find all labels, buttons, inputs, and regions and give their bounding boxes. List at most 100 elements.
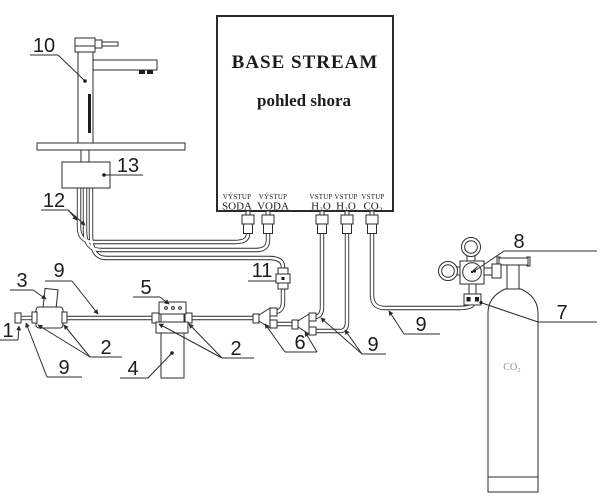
faucet-aerator-icon: [147, 70, 153, 74]
under-counter-box: [61, 161, 111, 189]
callout-6-leader: [304, 331, 318, 353]
cylinder-base: [487, 476, 539, 493]
port-label-soda-medium: SODA: [222, 201, 252, 213]
check-valve-nut-top: [277, 267, 289, 275]
filter-screw-icon: [178, 306, 182, 310]
callout-10-dot: [83, 79, 87, 83]
faucet: [74, 37, 158, 144]
filter-head-body: [160, 313, 185, 323]
tee-splitter-1: [252, 307, 278, 329]
callout-9-leader: [388, 310, 405, 335]
tee1-port-bottom: [269, 319, 278, 329]
port-label-co2-direction: VSTUP: [361, 193, 384, 201]
callout-6-leader: [264, 323, 286, 353]
faucet-column-slot: [88, 94, 91, 133]
tee1-port-left: [252, 313, 260, 324]
callout-8-text: 8: [513, 231, 524, 253]
faucet-lever: [101, 41, 119, 47]
callout-12-leader: [67, 209, 86, 226]
faucet-spout: [92, 59, 158, 71]
supply-fitting: [14, 312, 22, 324]
regulator-outlet-stem-right: [483, 267, 493, 276]
callout-13-text: 13: [117, 155, 139, 177]
port-label-h2o1-medium: H₂O: [311, 201, 331, 213]
callout-8-leader: [475, 250, 505, 271]
cylinder-body: [487, 288, 539, 478]
callout-2-leader: [63, 324, 91, 358]
callout-6-text: 6: [294, 332, 305, 354]
port-connector-co2: [365, 210, 379, 234]
faucet-cap: [74, 37, 96, 53]
water-filter: [151, 301, 193, 379]
faucet-lever-hub: [94, 39, 103, 49]
tee2-body: [297, 313, 310, 335]
callout-9-leader: [25, 322, 48, 378]
callout-10-leader: [57, 54, 85, 81]
valve-fitting-right: [61, 311, 68, 324]
outlet-check-fitting: [463, 293, 482, 306]
port-label-h2o1-direction: VSTUP: [309, 193, 332, 201]
port-label-soda-direction: VÝSTUP: [223, 193, 251, 201]
regulator-gauge-top-face: [464, 240, 478, 254]
co2-regulator: [438, 237, 502, 306]
valve-fitting-left: [31, 311, 38, 324]
callout-2-leader: [158, 323, 223, 359]
tee1-body: [258, 307, 271, 329]
filter-cartridge: [160, 332, 185, 379]
callout-13-dot: [102, 173, 106, 177]
callout-3-text: 3: [16, 270, 27, 292]
callout-9-text: 9: [58, 357, 69, 379]
tee-splitter-2: [291, 312, 317, 336]
port-label-h2o2-medium: H₂O: [336, 201, 356, 213]
outlet-fitting-detail: [466, 297, 471, 302]
tee2-port-left: [291, 319, 299, 330]
wall-inlet-fitting: [14, 312, 22, 324]
callout-3-leader: [32, 289, 47, 300]
filter-screw-icon: [164, 306, 168, 310]
regulator-gauge-left-face: [441, 264, 455, 278]
cylinder-valve-handle: [498, 257, 529, 266]
cylinder-label: CO₂: [503, 362, 520, 373]
tee2-port-bottom: [308, 326, 317, 336]
callout-7-leader: [481, 302, 539, 323]
callout-7-text: 7: [556, 302, 567, 324]
callout-9-leader: [71, 280, 99, 315]
callout-2-leader: [188, 323, 223, 359]
port-connector-voda: [261, 210, 275, 234]
callout-1-leader: [16, 325, 22, 341]
callout-4-dot: [170, 351, 174, 355]
callout-4-leader: [147, 352, 173, 379]
callout-2-text: 2: [100, 337, 111, 359]
port-connector-h2o-1: [315, 210, 329, 234]
check-valve: [275, 267, 291, 290]
port-label-h2o2-direction: VSTUP: [334, 193, 357, 201]
callout-2-leader: [37, 324, 91, 358]
callout-11-text: 11: [252, 260, 273, 282]
callout-9-text: 9: [415, 314, 426, 336]
callout-5-text: 5: [140, 277, 151, 299]
callout-12-text: 12: [43, 190, 65, 212]
callout-9-text: 9: [53, 260, 64, 282]
unit-title: BASE STREAM: [232, 52, 379, 73]
callout-7-dot: [479, 300, 483, 305]
callout-9-leader: [320, 317, 363, 355]
callout-9-text: 9: [367, 334, 378, 356]
co2-cylinder: CO₂: [487, 256, 539, 493]
callout-5-leader: [159, 296, 170, 305]
tee2-port-top: [308, 312, 317, 322]
port-label-voda-medium: VODA: [257, 201, 289, 213]
callout-1-text: 1: [2, 320, 13, 342]
faucet-aerator-icon: [139, 70, 145, 74]
faucet-shank: [80, 149, 90, 163]
callout-2-text: 2: [230, 338, 241, 360]
countertop: [36, 142, 186, 151]
unit-box: BASE STREAM pohled shora VÝSTUP SODA VÝS…: [216, 15, 394, 234]
callout-8-dot: [472, 269, 477, 273]
port-label-voda-direction: VÝSTUP: [259, 193, 287, 201]
gauge-center-dot: [470, 270, 474, 274]
callout-9-leader: [344, 329, 363, 355]
filter-screw-icon: [171, 306, 175, 310]
port-label-co2-medium: CO₂: [363, 201, 382, 213]
